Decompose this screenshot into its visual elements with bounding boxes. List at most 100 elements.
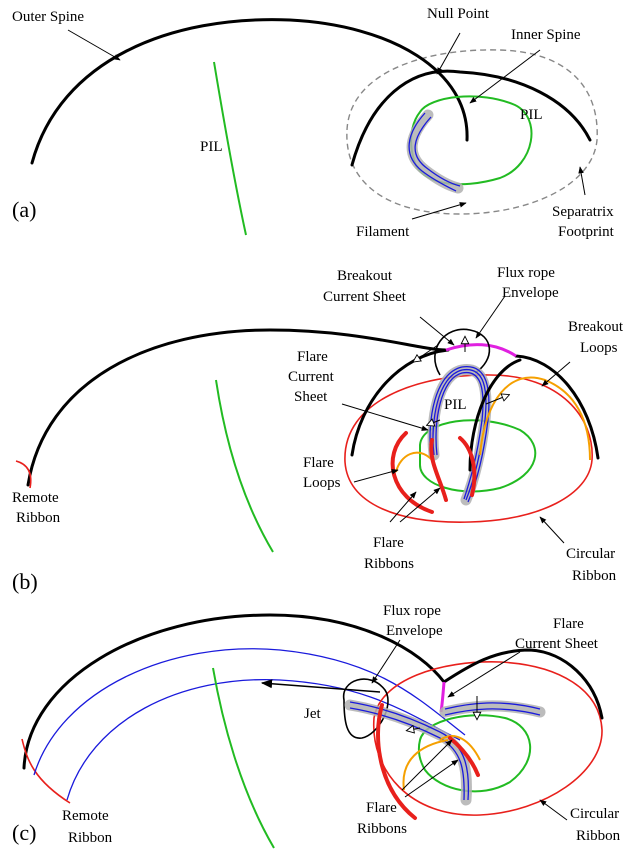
flux-rope-c2 xyxy=(349,707,465,801)
motion-arrow-b1 xyxy=(416,344,439,360)
pointer-flare-ribbons-b1 xyxy=(389,491,417,523)
flux-rope-c4 xyxy=(444,708,541,716)
separatrix-footprint-a xyxy=(346,49,598,215)
label-circular-ribbon-b-1: Circular xyxy=(566,546,615,562)
label-flare-cs-c-2: Current Sheet xyxy=(515,636,599,652)
label-flare-ribbons-b-1: Flare xyxy=(373,535,404,551)
label-breakout-loops-1: Breakout xyxy=(568,319,624,335)
panel-a: Outer Spine Null Point Inner Spine PIL P… xyxy=(12,6,615,240)
pointer-outer-spine-a xyxy=(67,29,121,61)
label-flare-cs-1: Flare xyxy=(297,349,328,365)
motion-arrow-b4 xyxy=(430,420,441,424)
circular-ribbon-b xyxy=(344,374,593,523)
remote-ribbon-b xyxy=(15,460,32,489)
label-breakout-loops-2: Loops xyxy=(580,340,618,356)
pointer-flare-ribbons-c2 xyxy=(404,759,459,798)
outer-spine-c xyxy=(22,613,446,770)
label-separatrix-line1: Separatrix xyxy=(552,204,614,220)
label-flux-rope-c-1: Flux rope xyxy=(383,603,441,619)
label-breakout-cs-2: Current Sheet xyxy=(323,289,407,305)
label-flare-ribbons-c-1: Flare xyxy=(366,800,397,816)
label-jet: Jet xyxy=(304,706,321,722)
pointer-null-point-a xyxy=(436,32,461,75)
flux-rope-c3 xyxy=(444,702,541,710)
label-flux-rope-b-2: Envelope xyxy=(502,285,559,301)
label-flare-loops-2: Loops xyxy=(303,475,341,491)
panel-b: Breakout Current Sheet Flux rope Envelop… xyxy=(12,265,624,594)
pointer-inner-spine-a xyxy=(469,49,541,104)
pointer-filament-a xyxy=(411,202,467,220)
label-breakout-cs-1: Breakout xyxy=(337,268,393,284)
label-flux-rope-b-1: Flux rope xyxy=(497,265,555,281)
motion-arrow-c2 xyxy=(410,728,421,730)
flux-rope-halo-c1 xyxy=(344,699,472,806)
flare-loop-c2 xyxy=(439,735,481,761)
label-outer-spine: Outer Spine xyxy=(12,9,84,25)
separatrix-dome-left-b xyxy=(350,348,450,457)
label-pil-b: PIL xyxy=(444,397,467,413)
panel-label-b: (b) xyxy=(12,569,38,594)
remote-loop-c1 xyxy=(33,648,466,776)
label-remote-ribbon-c-1: Remote xyxy=(62,808,109,824)
separatrix-dome-c xyxy=(442,648,604,720)
label-flare-cs-c-1: Flare xyxy=(553,616,584,632)
pointer-flare-loops-b xyxy=(353,468,399,483)
flux-rope-envelope-b xyxy=(434,328,491,376)
label-remote-ribbon-c-2: Ribbon xyxy=(68,830,113,846)
flare-ribbon-b1 xyxy=(390,431,434,514)
separatrix-dome-a xyxy=(350,69,592,167)
pointer-breakout-cs-b xyxy=(419,316,455,346)
remote-ribbon-c xyxy=(21,738,71,804)
pointer-flare-cs-c xyxy=(447,651,521,698)
pointer-flux-rope-c xyxy=(371,639,401,684)
pointer-flare-ribbons-b2 xyxy=(399,487,441,523)
panel-label-a: (a) xyxy=(12,197,36,222)
pil-left-a xyxy=(213,61,247,236)
remote-loop-c2 xyxy=(66,678,461,801)
pointer-circular-ribbon-c xyxy=(539,799,568,821)
label-flux-rope-c-2: Envelope xyxy=(386,623,443,639)
breakout-current-sheet-b xyxy=(445,343,517,358)
flare-ribbon-b2 xyxy=(429,438,448,502)
pil-right-c xyxy=(417,714,532,793)
flux-rope-c1 xyxy=(349,701,470,801)
label-filament: Filament xyxy=(356,224,410,240)
label-flare-ribbons-c-2: Ribbons xyxy=(357,821,407,837)
pointer-flare-ribbons-c1 xyxy=(401,739,453,791)
motion-arrow-b3 xyxy=(485,396,506,405)
flux-rope-b1 xyxy=(429,366,490,503)
pointer-flux-rope-b xyxy=(475,295,506,339)
flare-ribbon-c2 xyxy=(448,736,480,777)
pil-left-b xyxy=(215,379,274,553)
flare-ribbon-b3 xyxy=(458,436,477,497)
label-inner-spine: Inner Spine xyxy=(511,27,581,43)
flare-ribbon-c1 xyxy=(376,703,417,820)
label-pil-left-a: PIL xyxy=(200,139,223,155)
separatrix-dome-right-b xyxy=(514,354,600,460)
label-null-point: Null Point xyxy=(427,6,490,22)
filament-a2 xyxy=(414,116,461,187)
label-pil-right-a: PIL xyxy=(520,107,543,123)
pil-left-c xyxy=(212,667,275,849)
outer-spine-b xyxy=(26,328,448,487)
label-flare-ribbons-b-2: Ribbons xyxy=(364,556,414,572)
label-remote-ribbon-b-2: Ribbon xyxy=(16,510,61,526)
circular-ribbon-c xyxy=(373,661,603,816)
jet-arrow-c xyxy=(260,679,381,693)
label-flare-cs-2: Current xyxy=(288,369,335,385)
pointer-separatrix-a xyxy=(578,166,586,196)
filament-halo-a xyxy=(406,109,464,194)
flare-loop-c1 xyxy=(402,739,449,791)
label-remote-ribbon-b-1: Remote xyxy=(12,490,59,506)
flux-rope-halo-c2 xyxy=(439,700,546,718)
panel-label-c: (c) xyxy=(12,820,36,845)
pointer-breakout-loops-b xyxy=(541,361,571,387)
label-circular-ribbon-b-2: Ribbon xyxy=(572,568,617,584)
label-flare-cs-3: Sheet xyxy=(294,389,328,405)
pointer-circular-ribbon-b xyxy=(539,516,565,544)
pointer-flare-cs-b xyxy=(341,403,429,431)
label-separatrix-line2: Footprint xyxy=(558,224,615,240)
label-flare-loops-1: Flare xyxy=(303,455,334,471)
label-circular-ribbon-c-2: Ribbon xyxy=(576,828,621,844)
